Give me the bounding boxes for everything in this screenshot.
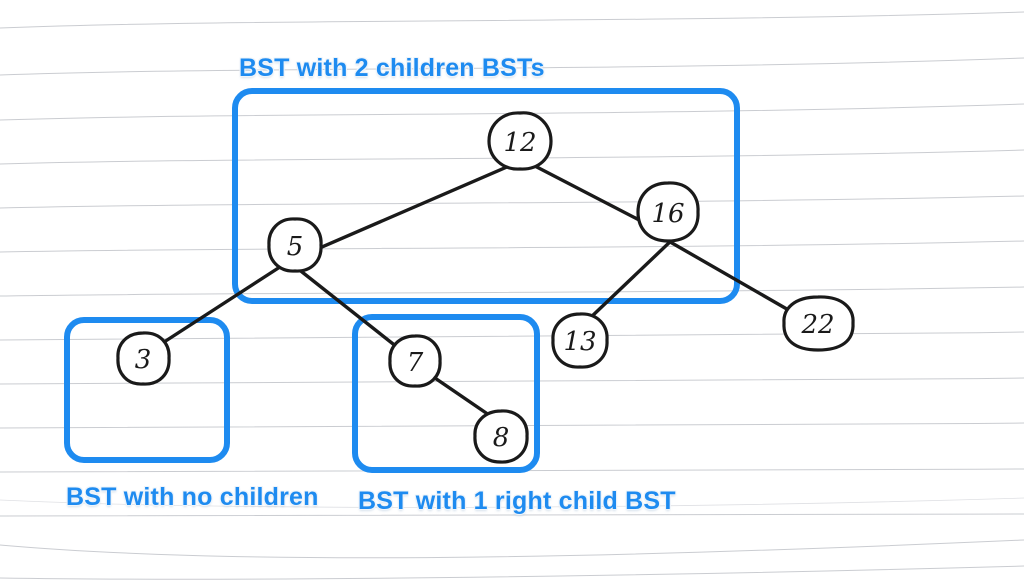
annotation-bottom-left-label: BST with no children xyxy=(66,483,319,511)
node-5: 5 xyxy=(267,217,323,273)
node-22: 22 xyxy=(782,295,855,352)
annotation-bottom-middle-label: BST with 1 right child BST xyxy=(358,487,676,515)
node-5-label: 5 xyxy=(287,232,304,262)
edge-5-7 xyxy=(295,266,404,353)
edge-7-8 xyxy=(430,374,494,419)
node-8: 8 xyxy=(473,409,529,464)
node-22-label: 22 xyxy=(800,310,834,340)
edge-16-22 xyxy=(663,237,794,314)
group-box-root xyxy=(232,88,740,304)
group-boxes xyxy=(64,88,740,473)
annotation-top-label: BST with 2 children BSTs xyxy=(239,54,545,82)
node-3-label: 3 xyxy=(135,345,152,375)
node-16: 16 xyxy=(636,181,700,243)
node-12-label: 12 xyxy=(503,128,536,158)
node-3: 3 xyxy=(116,331,171,386)
node-12: 12 xyxy=(487,111,553,171)
tree-nodes: 12 5 16 3 7 8 xyxy=(116,111,855,464)
node-7-label: 7 xyxy=(407,348,424,378)
edge-5-3 xyxy=(159,263,285,346)
edge-16-13 xyxy=(587,237,675,321)
node-13: 13 xyxy=(551,312,609,369)
node-13-label: 13 xyxy=(563,327,596,357)
tree-edges xyxy=(159,162,794,419)
node-8-label: 8 xyxy=(493,423,510,453)
group-box-one-right-child xyxy=(352,314,540,473)
node-7: 7 xyxy=(388,334,442,388)
node-16-label: 16 xyxy=(651,199,684,229)
group-box-no-children xyxy=(64,317,230,463)
